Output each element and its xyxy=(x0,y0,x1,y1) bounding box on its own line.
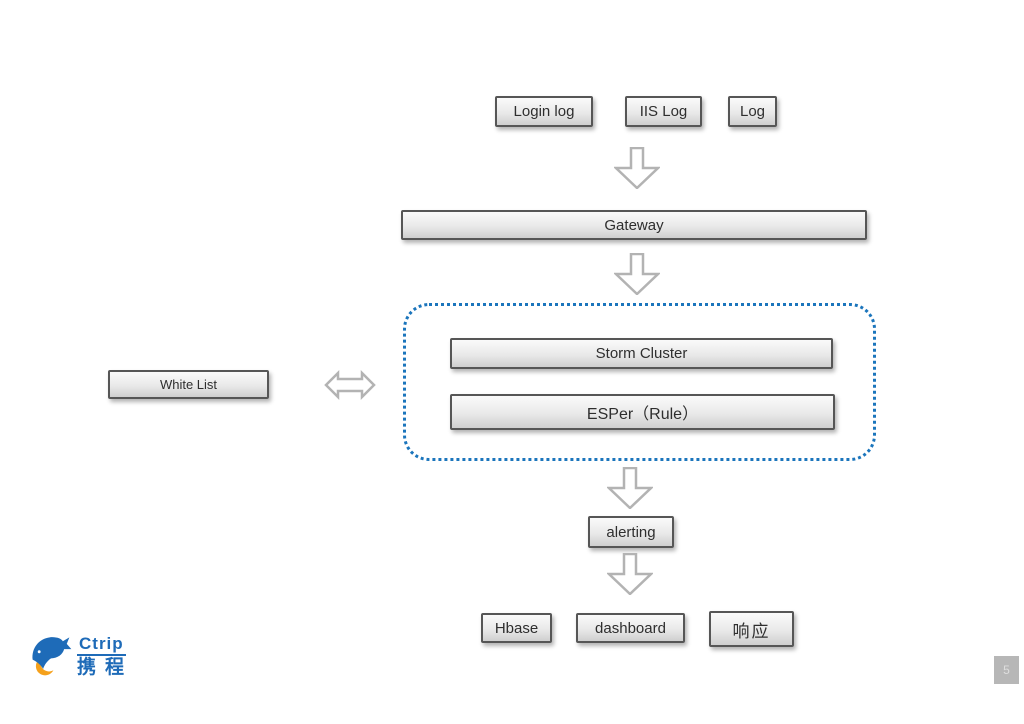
alerting-node: alerting xyxy=(588,516,674,548)
page-number-badge: 5 xyxy=(994,656,1019,684)
log-node: Log xyxy=(728,96,777,127)
hbase-node: Hbase xyxy=(481,613,552,643)
gateway-node: Gateway xyxy=(401,210,867,240)
arrow-left-right-icon xyxy=(324,369,376,401)
arrow-down-icon xyxy=(605,466,655,510)
response-node: 响应 xyxy=(709,611,794,647)
storm-cluster-frame xyxy=(403,303,876,461)
arrow-down-icon xyxy=(612,146,662,190)
ctrip-brand-cn-label: 携程 xyxy=(77,656,134,678)
ctrip-brand-label: Ctrip xyxy=(77,635,126,656)
arrow-down-icon xyxy=(612,252,662,296)
ctrip-logo: Ctrip 携程 xyxy=(30,632,133,682)
ctrip-logo-text: Ctrip 携程 xyxy=(77,635,133,679)
dashboard-node: dashboard xyxy=(576,613,685,643)
dolphin-logo-icon xyxy=(30,632,72,682)
iis-log-node: IIS Log xyxy=(625,96,702,127)
esper-rule-node: ESPer（Rule） xyxy=(450,394,835,430)
login-log-node: Login log xyxy=(495,96,593,127)
storm-cluster-node: Storm Cluster xyxy=(450,338,833,369)
white-list-node: White List xyxy=(108,370,269,399)
arrow-down-icon xyxy=(605,552,655,596)
